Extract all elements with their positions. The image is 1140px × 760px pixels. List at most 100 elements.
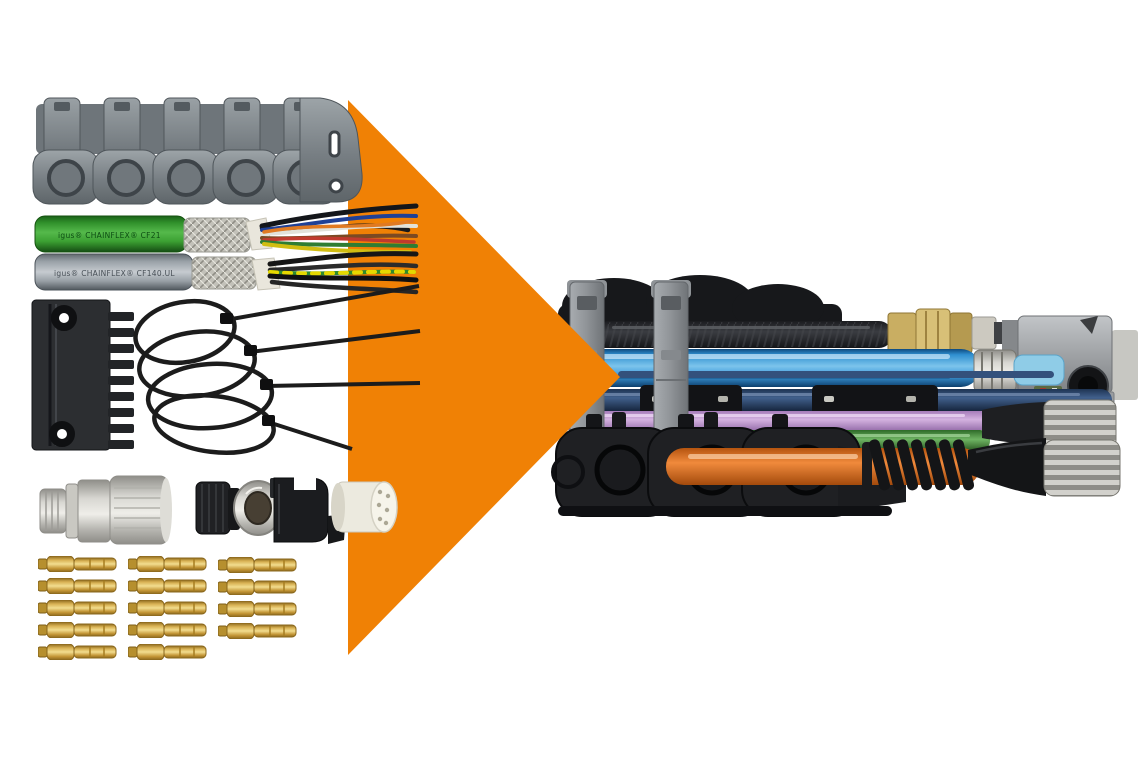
connector-insert-white [331, 481, 398, 533]
connector-silver [39, 475, 172, 545]
crimp-contact [38, 556, 117, 572]
spiral-coil [882, 439, 905, 491]
tab-notch [114, 102, 130, 111]
crimp-contact [38, 644, 117, 660]
mounting-hole [51, 305, 77, 331]
crimp-contact [128, 600, 207, 616]
insert-back-face [331, 483, 345, 531]
plate-pivot [107, 159, 145, 197]
hose-highlight [612, 326, 870, 329]
tie-head [262, 415, 275, 426]
crimp-contact [128, 644, 207, 660]
circular-connector-lower [968, 438, 1121, 497]
energy-chain-sample [32, 97, 363, 205]
wire-black [267, 273, 419, 283]
crimp-contact [218, 601, 297, 617]
blue-cable-stub [1013, 354, 1065, 386]
clamp-detail [577, 296, 597, 310]
tie-tail [267, 420, 353, 451]
crimp-contact [218, 557, 297, 573]
silver-barrel [109, 475, 169, 545]
transform-arrow [348, 100, 620, 655]
comb-teeth [108, 312, 134, 449]
comb-tooth [108, 408, 134, 417]
crimp-contact [218, 579, 297, 595]
gray-cable-print: igus® CHAINFLEX® CF140.UL [54, 269, 175, 278]
tab-notch [174, 102, 190, 111]
orange-cable [666, 439, 980, 491]
cable-ties [133, 284, 421, 455]
green-cable-wires [259, 203, 419, 254]
gray-cable-braid [191, 256, 257, 290]
comb-tooth [108, 312, 134, 321]
tie-tail [225, 284, 420, 322]
ring-highlight [245, 486, 263, 495]
spiral-coil [952, 439, 975, 491]
crimp-contact [38, 622, 117, 638]
connector-corner-mark [1080, 316, 1098, 334]
spiral-coil [910, 439, 933, 491]
clamp-slot [824, 396, 834, 402]
wire-white [260, 223, 418, 236]
wire-black [267, 251, 419, 267]
comb-tooth [108, 392, 134, 401]
tie-loop [133, 298, 237, 366]
circular-connector-upper [982, 399, 1117, 449]
chain-link-plates [32, 149, 340, 205]
green-cable-sample: igus® CHAINFLEX® CF21 [34, 203, 419, 254]
tie-head [260, 379, 273, 390]
spiral-coil [938, 439, 961, 491]
bracket-slot-hole [328, 130, 341, 158]
tab-notch [234, 102, 250, 111]
orange-cable-highlight [688, 454, 858, 459]
connector-side-plate [1112, 330, 1138, 400]
comb-tooth [108, 376, 134, 385]
tie-tail [249, 329, 421, 354]
hose-braid-texture [600, 322, 888, 347]
gland-knurled-nut [195, 481, 231, 535]
readychain-harness [551, 275, 1138, 517]
clamp-detail [661, 350, 681, 360]
crimp-contact [128, 622, 207, 638]
wire-red [262, 236, 416, 244]
braided-hose [596, 321, 892, 348]
connector-boot [968, 438, 1046, 496]
wire-black [259, 203, 419, 229]
spiral-coil [868, 439, 891, 491]
spiral-coil [924, 439, 947, 491]
thin-navy-cable [618, 371, 1054, 378]
mounting-hole [49, 421, 75, 447]
spiral-coil [896, 439, 919, 491]
chain-hump [732, 284, 824, 332]
comb-tooth [108, 424, 134, 433]
wire-orange [262, 219, 414, 234]
plate-pivot [227, 159, 265, 197]
cable-clamp-block [812, 385, 938, 415]
link-pivot [594, 444, 646, 496]
spiral-end-ring [862, 442, 872, 490]
crimp-contacts [38, 556, 297, 660]
cable-tie [152, 393, 353, 455]
echain-link [551, 412, 675, 517]
comb-tooth [108, 360, 134, 369]
tab-notch [54, 102, 70, 111]
tie-head [244, 345, 257, 356]
wire-black [267, 262, 419, 273]
wire-green [260, 240, 418, 248]
silver-knurled-cap [39, 488, 67, 534]
shell-cutout [294, 476, 316, 490]
barrel-flutes [114, 487, 164, 529]
bracket-hole [328, 178, 344, 194]
barrel-face [160, 478, 172, 542]
fitting-collar [971, 316, 997, 350]
gland-bore [244, 491, 272, 525]
plate-pivot [167, 159, 205, 197]
cable-tie [145, 361, 421, 431]
connector-boot [982, 402, 1046, 446]
brass-hex-3 [949, 312, 973, 354]
crimp-contact [128, 556, 207, 572]
comb-tooth [108, 328, 134, 337]
connector-gland-black [195, 480, 283, 536]
